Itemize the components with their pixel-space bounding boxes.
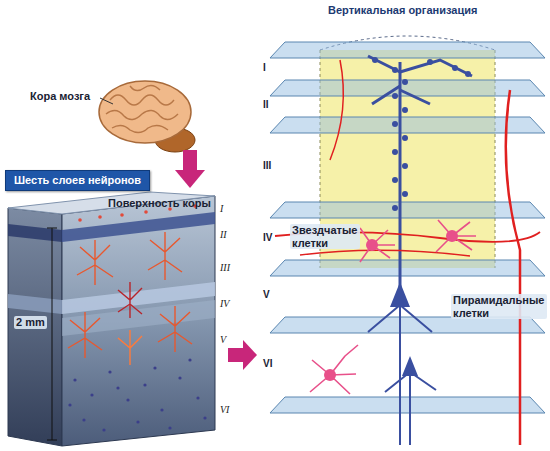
pointer-arrow xyxy=(175,150,205,188)
part-label: Кора мозга xyxy=(30,90,90,103)
layer-number: IV xyxy=(263,232,272,244)
part-label: Поверхность коры xyxy=(108,197,211,210)
layer-number: I xyxy=(220,203,223,215)
layer-number: I xyxy=(263,62,266,74)
layer-number: III xyxy=(263,160,271,172)
cell-label: Звездчатые клетки xyxy=(290,224,360,249)
banner-box: Шесть слоев нейронов xyxy=(5,170,150,191)
layer-number: II xyxy=(263,99,269,111)
column-picture xyxy=(270,36,545,445)
layer-number: IV xyxy=(220,298,229,310)
box-text: Шесть слоев нейронов xyxy=(14,174,141,187)
layer-number: VI xyxy=(220,404,229,416)
layer-number: V xyxy=(263,289,270,301)
cell-label: Пирамидальные клетки xyxy=(451,294,547,319)
layer-number: VI xyxy=(263,358,272,370)
layer-number: III xyxy=(220,262,230,274)
panel-heading: Вертикальная организация xyxy=(328,4,477,17)
pointer-arrow xyxy=(228,340,257,370)
dimension-label: 2 mm xyxy=(14,316,47,329)
layer-number: V xyxy=(220,334,226,346)
layer-number: II xyxy=(220,229,227,241)
cortex-block xyxy=(8,192,215,446)
brain-picture xyxy=(99,81,195,152)
